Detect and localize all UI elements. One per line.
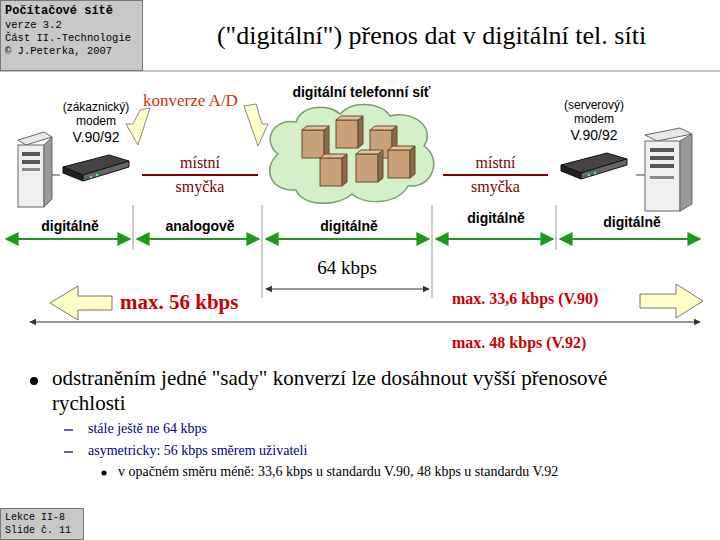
segment-label: digitálně (39, 218, 101, 234)
speed-label: max. 33,6 kbps (V.90) (452, 290, 598, 308)
client-computer (18, 132, 52, 207)
exchange-building (302, 126, 329, 130)
segment-label: digitálně (601, 214, 663, 230)
exchange-building (324, 126, 329, 158)
cable (52, 175, 60, 176)
node-text: Počítačové sítě (5, 4, 138, 19)
cloud-shape (258, 84, 443, 210)
node-text: Část II.-Technologie (5, 32, 138, 45)
exchange-building (410, 146, 415, 178)
bullet-dash (64, 451, 73, 452)
cable (636, 175, 645, 176)
exchange-building (336, 116, 363, 120)
exchange-building (388, 150, 410, 178)
exchange-building (302, 130, 324, 158)
bullet-text: asymetricky: 56 kbps směrem uživateli (88, 443, 307, 459)
node-text: ("digitální") přenos dat v digitální tel… (217, 21, 646, 51)
edge-label: místní smyčka (460, 151, 532, 199)
bullet-dot (30, 377, 38, 385)
exchange-building (320, 154, 347, 158)
exchange-building (370, 126, 397, 130)
node-text: verze 3.2 (5, 19, 138, 32)
speed-label: max. 56 kbps (120, 290, 238, 315)
bullet-text: odstraněním jedné "sady" konverzí lze do… (52, 366, 612, 416)
header-box: Počítačové sítěverze 3.2Část II.-Technol… (0, 0, 143, 71)
speed-label: 64 kbps (315, 257, 379, 279)
telephone-network-cloud: digitální telefonní síť (258, 84, 443, 210)
exchange-building (320, 158, 342, 186)
direction-arrow (50, 286, 112, 320)
server-computer (645, 128, 692, 211)
segment-label: analogově (163, 218, 236, 234)
footer-box: Lekce II-8Slide č. 11 (0, 508, 84, 540)
segment-divider (133, 205, 556, 298)
edge-label: místní smyčka (164, 151, 236, 199)
node-text: V.90/92 (50, 129, 142, 145)
cloud-outline (270, 104, 434, 203)
local-loop (443, 174, 548, 176)
exchange-building (336, 120, 358, 148)
bullet-text: v opačném směru méně: 33,6 kbps u standa… (118, 464, 558, 480)
segment-label: digitálně (318, 218, 380, 234)
bullet-dot (102, 471, 107, 476)
span-arrow (30, 322, 700, 323)
node-text: digitální telefonní síť (258, 84, 443, 100)
exchange-building (358, 116, 363, 148)
title-box: ("digitální") přenos dat v digitální tel… (143, 0, 720, 71)
callout-label: konverze A/D (143, 91, 238, 111)
node-text: (zákaznický) modem (56, 100, 136, 128)
segment-label: digitálně (465, 210, 527, 226)
exchange-building (356, 150, 383, 154)
modem-device (559, 147, 629, 183)
exchange-building (378, 150, 383, 182)
node-text: (serverový) modem (554, 98, 634, 126)
callout-arrow (126, 108, 150, 145)
direction-arrow (640, 284, 703, 318)
node-text: Slide č. 11 (5, 524, 79, 537)
node-text: Lekce II-8 (5, 511, 79, 524)
bullet-dash (64, 429, 73, 430)
node-text: © J.Peterka, 2007 (5, 45, 138, 58)
node-text: V.90/92 (548, 127, 640, 143)
exchange-building (342, 154, 347, 186)
customer-modem: (zákaznický) modemV.90/92 (50, 100, 142, 185)
bullet-text: stále ještě ne 64 kbps (88, 421, 207, 437)
segment-arrow (6, 238, 700, 240)
exchange-building (388, 146, 415, 150)
span-arrow (266, 289, 429, 290)
speed-label: max. 48 kbps (V.92) (452, 334, 586, 352)
local-loop (142, 174, 258, 176)
server-modem: (serverový) modemV.90/92 (548, 98, 640, 183)
exchange-building (356, 154, 378, 182)
modem-device (61, 149, 131, 185)
callout-arrow (244, 104, 268, 146)
